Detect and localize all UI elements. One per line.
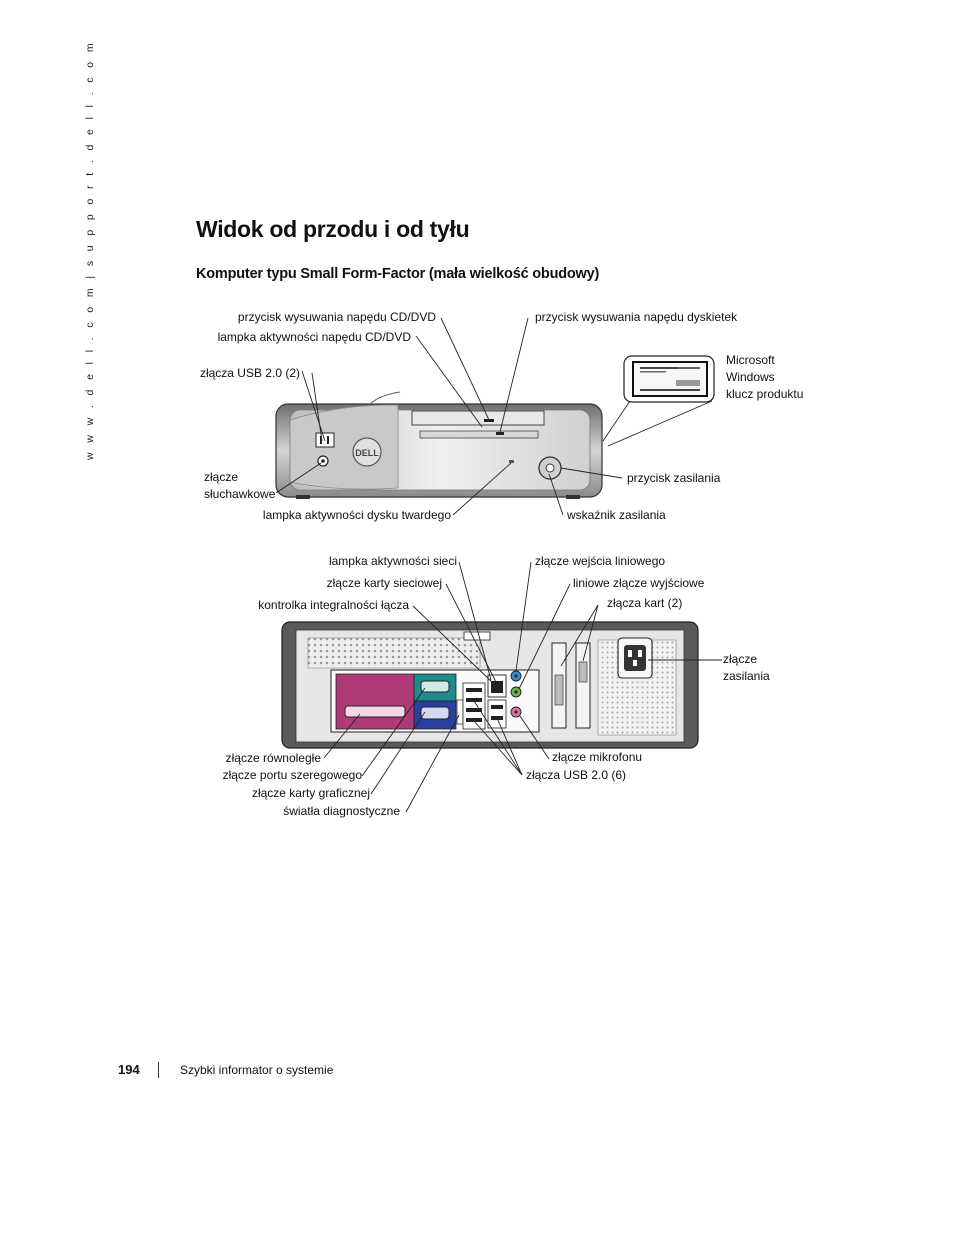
label-hdd-activity: lampka aktywności dysku twardego xyxy=(262,508,451,522)
dell-logo-text: DELL xyxy=(355,448,379,458)
label-parallel: złącze równoległe xyxy=(225,751,321,765)
label-diagnostic: światła diagnostyczne xyxy=(283,804,400,818)
footer-divider xyxy=(158,1062,159,1078)
label-video: złącze karty graficznej xyxy=(251,786,370,800)
label-ms-key-line3: klucz produktu xyxy=(726,387,804,401)
label-microphone: złącze mikrofonu xyxy=(552,750,643,764)
label-link-integrity: kontrolka integralności łącza xyxy=(258,598,409,612)
label-network-adapter: złącze karty sieciowej xyxy=(326,576,442,590)
label-cd-eject: przycisk wysuwania napędu CD/DVD xyxy=(237,310,436,324)
back-leader-lines xyxy=(323,561,722,813)
footer-section: Szybki informator o systemie xyxy=(180,1063,334,1077)
back-usb-ports xyxy=(462,682,486,730)
hdd-light-shape xyxy=(509,460,514,463)
card-slot-2 xyxy=(575,642,591,729)
label-line-out: liniowe złącze wyjściowe xyxy=(573,576,705,590)
label-power-indicator: wskaźnik zasilania xyxy=(567,508,666,522)
label-ms-key-line1: Microsoft xyxy=(726,353,775,367)
page-title: Widok od przodu i od tyłu xyxy=(196,216,470,242)
label-floppy-eject: przycisk wysuwania napędu dyskietek xyxy=(535,310,738,324)
back-view xyxy=(281,621,699,749)
label-line-in: złącze wejścia liniowego xyxy=(535,554,666,568)
dell-logo xyxy=(352,437,382,467)
label-headphone-line1: złącze xyxy=(204,470,239,484)
label-power-button: przycisk zasilania xyxy=(627,471,721,485)
diagnostic-lights-shape xyxy=(456,699,464,725)
label-usb-back: złącza USB 2.0 (6) xyxy=(526,768,627,782)
label-card-slots: złącza kart (2) xyxy=(607,596,683,610)
label-ms-key-line2: Windows xyxy=(726,370,775,384)
front-view: DELL xyxy=(275,355,715,499)
front-leader-lines xyxy=(275,317,623,516)
label-headphone-line2: słuchawkowe xyxy=(204,487,276,501)
parallel-port xyxy=(335,673,415,730)
label-network-activity: lampka aktywności sieci xyxy=(328,554,457,568)
label-front-usb: złącza USB 2.0 (2) xyxy=(199,366,300,380)
label-power-line1: złącze xyxy=(723,652,758,666)
section-subtitle: Komputer typu Small Form-Factor (mała wi… xyxy=(196,266,600,282)
floppy-drive xyxy=(419,430,539,439)
label-power-line2: zasilania xyxy=(723,669,770,683)
cd-dvd-drive xyxy=(411,410,545,426)
cd-eject-button-shape xyxy=(484,419,494,422)
floppy-eject-button-shape xyxy=(496,432,504,435)
label-cd-activity: lampka aktywności napędu CD/DVD xyxy=(217,330,411,344)
page-number: 194 xyxy=(118,1062,140,1077)
label-serial: złącze portu szeregowego xyxy=(222,768,362,782)
